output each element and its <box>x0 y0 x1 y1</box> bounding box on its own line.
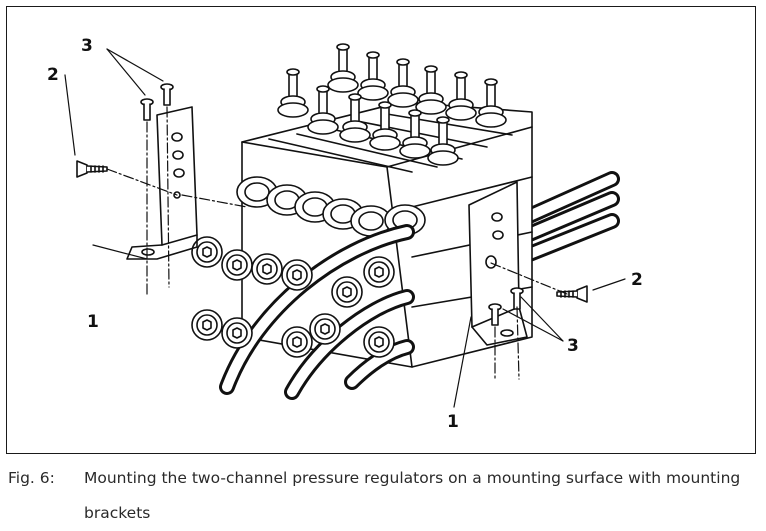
callout-2-right: 2 <box>631 270 643 290</box>
callout-3-left: 3 <box>81 36 93 56</box>
rear-hoses <box>519 171 620 263</box>
callout-leaders <box>64 48 626 408</box>
left-mounting-bracket <box>126 106 198 260</box>
socket-fittings <box>191 236 395 358</box>
figure-frame: 1 2 3 1 2 3 <box>6 6 756 454</box>
adjustment-knobs <box>277 43 507 166</box>
callout-2-left: 2 <box>47 65 59 85</box>
callout-1-left: 1 <box>87 312 99 332</box>
alignment-lines <box>106 106 568 380</box>
callout-1-right: 1 <box>447 412 459 432</box>
screws <box>76 83 588 326</box>
caption-text: Mounting the two-channel pressure regula… <box>84 469 741 522</box>
right-mounting-bracket <box>468 181 528 346</box>
technical-illustration: 1 2 3 1 2 3 <box>47 36 643 432</box>
hex-ports <box>236 176 426 237</box>
callout-3-right: 3 <box>567 336 579 356</box>
caption-label: Fig. 6: <box>8 469 55 487</box>
